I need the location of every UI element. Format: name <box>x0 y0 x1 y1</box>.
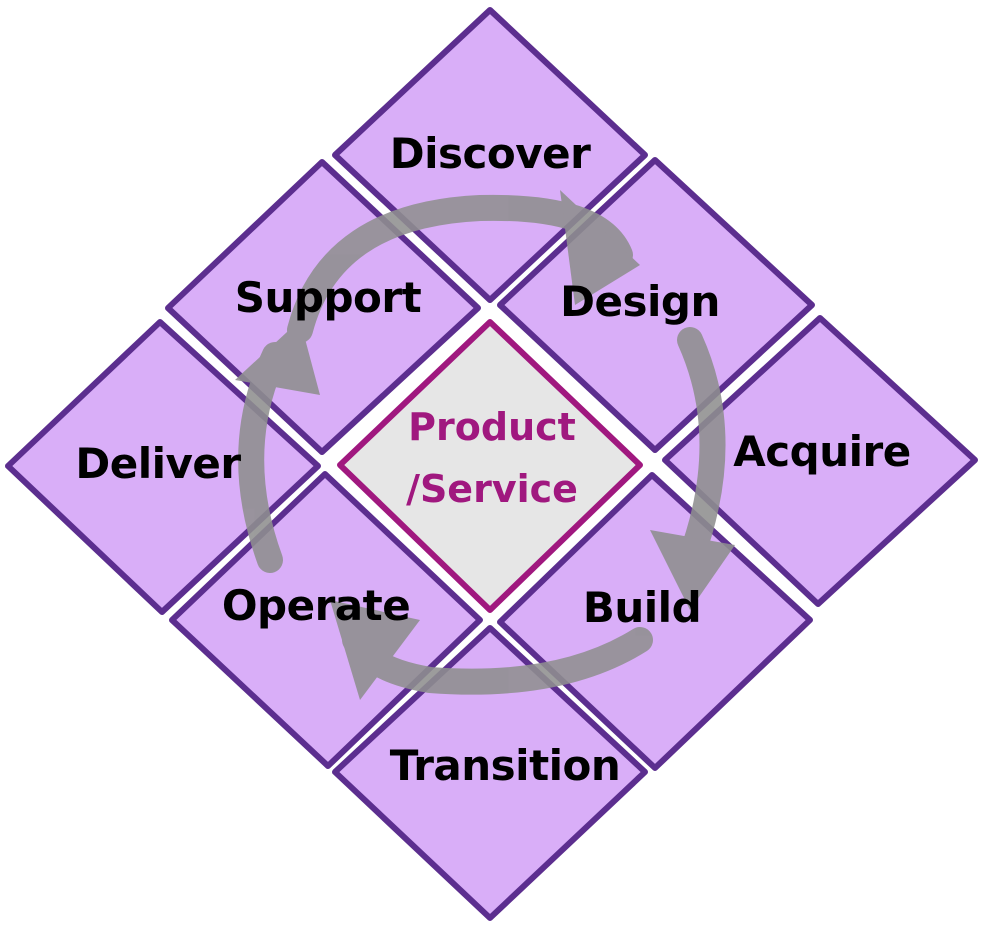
center-label-line1: Product <box>408 405 576 449</box>
label-operate: Operate <box>222 581 410 630</box>
label-build: Build <box>583 583 701 632</box>
label-deliver: Deliver <box>75 439 241 488</box>
label-discover: Discover <box>390 129 591 178</box>
cycle-arrowhead-bottom-left <box>330 600 420 700</box>
cycle-arrows <box>235 190 735 700</box>
tile-transition <box>332 625 648 921</box>
center-tile <box>337 319 643 613</box>
cycle-arrowhead-top-right <box>560 190 640 305</box>
stage-labels: Discover Design Acquire Build Transition… <box>75 129 911 790</box>
cycle-arrowhead-right <box>650 530 735 610</box>
label-support: Support <box>235 273 422 322</box>
center-label-line2: /Service <box>406 467 578 511</box>
tile-operate <box>169 471 483 769</box>
cycle-arrowhead-left <box>235 320 320 395</box>
label-design: Design <box>560 277 720 326</box>
label-transition: Transition <box>390 741 621 790</box>
center-label: Product /Service <box>406 405 578 511</box>
label-acquire: Acquire <box>733 427 910 476</box>
tile-build <box>497 472 813 771</box>
cycle-arc-right <box>677 327 726 573</box>
